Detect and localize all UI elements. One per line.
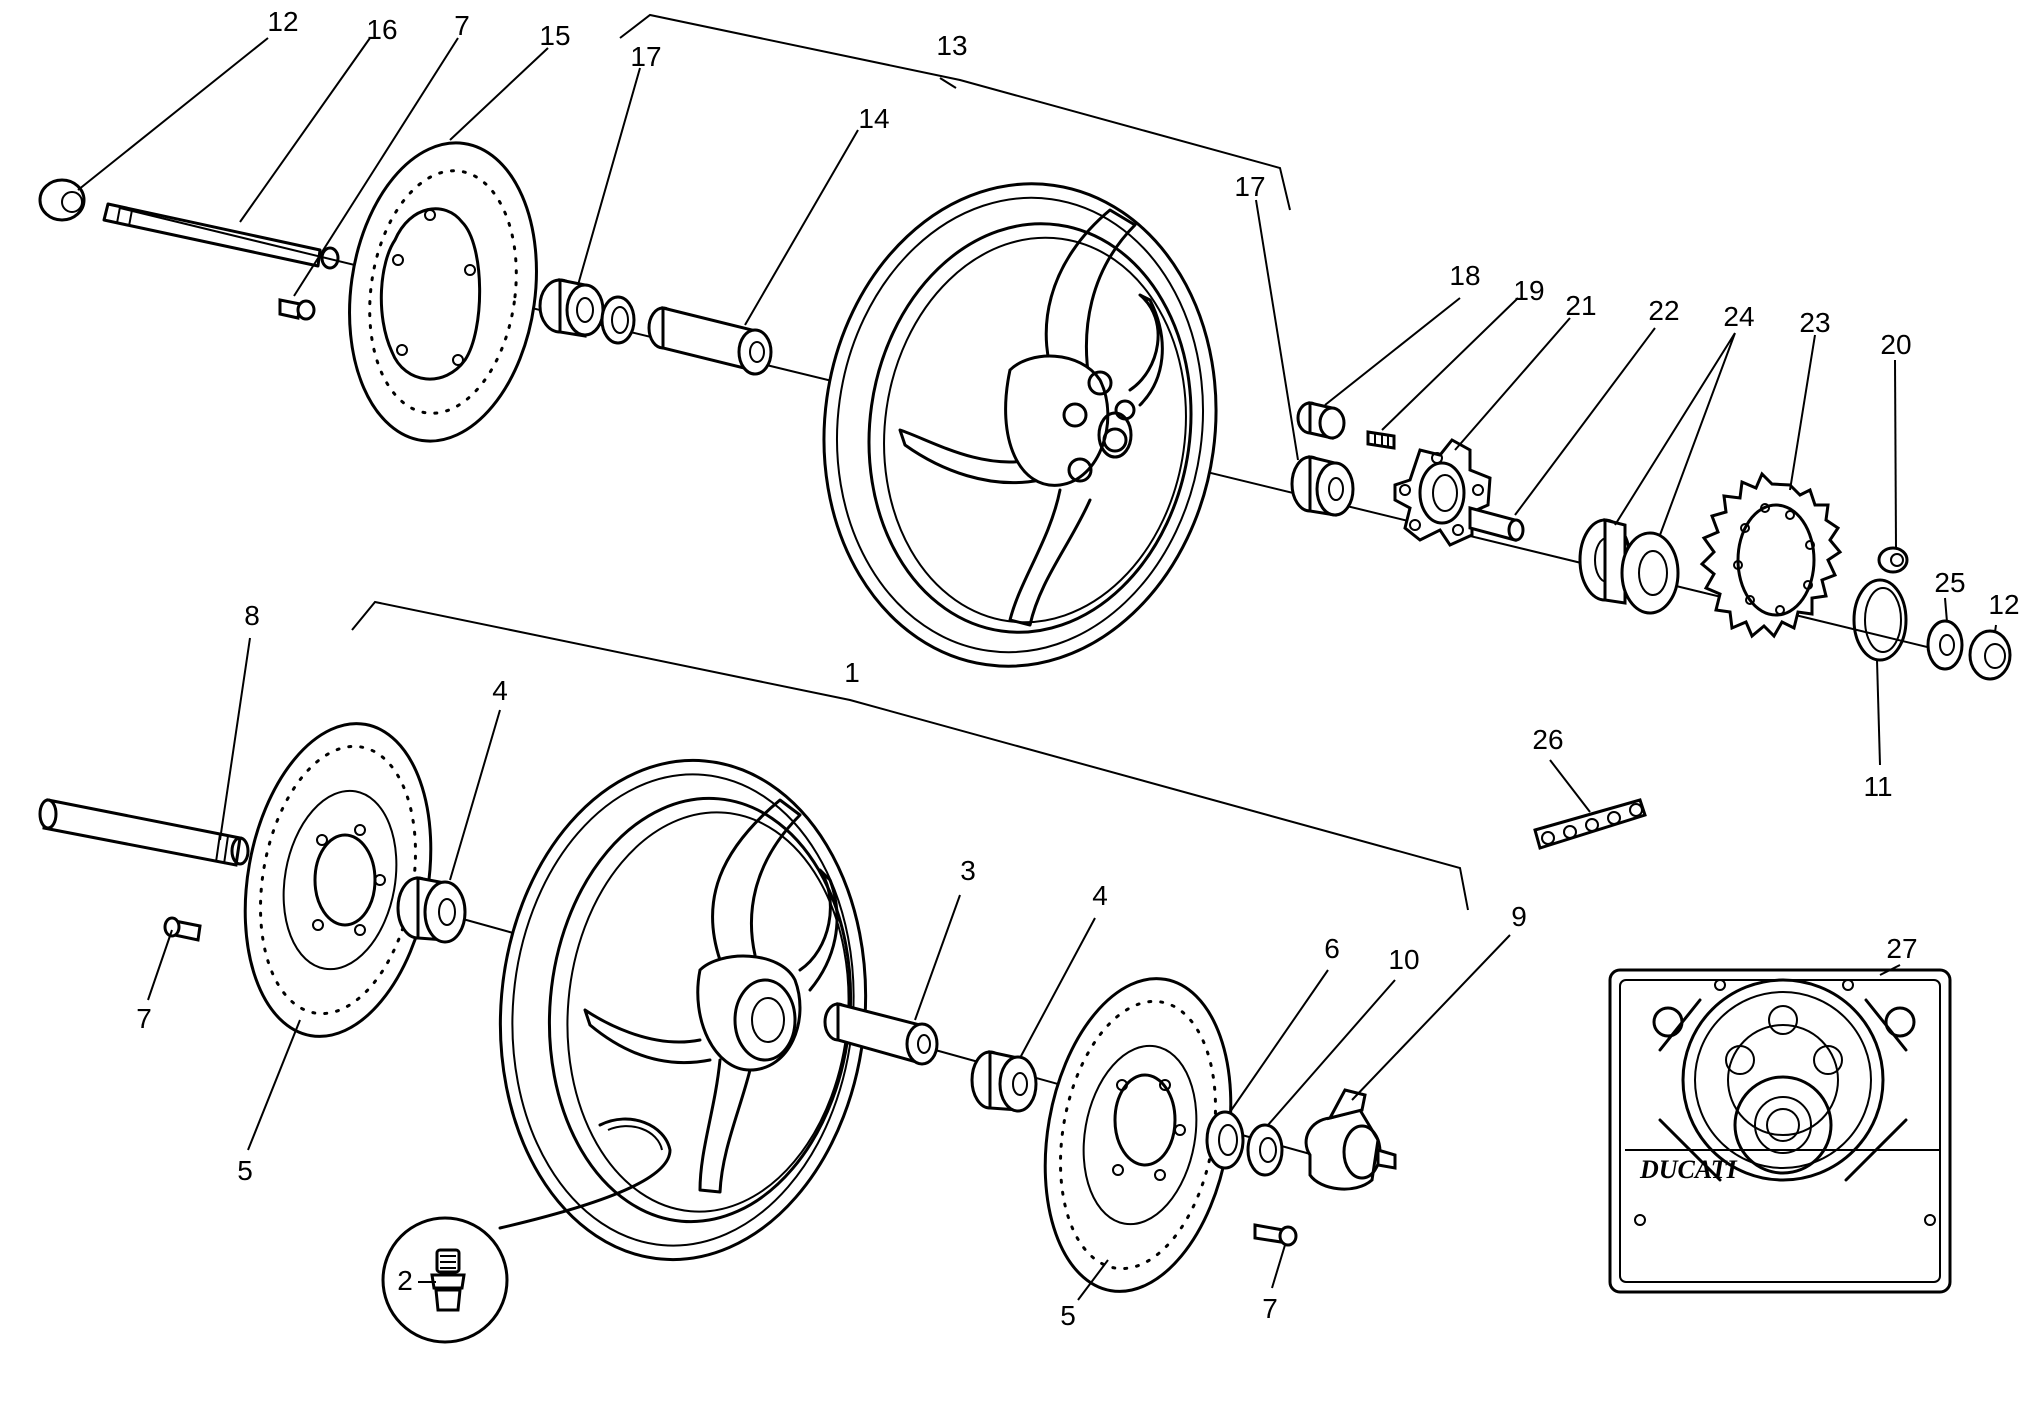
callout-12: 12 [267, 6, 298, 37]
front-brake-disc-left [243, 722, 433, 1038]
callout-16: 16 [366, 14, 397, 45]
callout-17: 17 [1234, 171, 1265, 202]
front-disc-screw-left [163, 916, 202, 942]
rear-sprocket [1699, 471, 1843, 639]
front-seal [1205, 1110, 1245, 1170]
front-spacer [823, 1002, 939, 1066]
rear-bushing [1296, 401, 1346, 440]
callout-7: 7 [1262, 1293, 1278, 1324]
tire-valve-detail [381, 1216, 509, 1344]
rear-brake-disc [348, 141, 538, 443]
callout-4: 4 [1092, 880, 1108, 911]
rear-bearing-right [1290, 455, 1355, 517]
callout-17: 17 [630, 41, 661, 72]
callout-7: 7 [136, 1003, 152, 1034]
carrier-shaft [1468, 506, 1525, 542]
rear-spacer [647, 306, 773, 376]
rear-axle [102, 202, 340, 270]
speedometer-drive [1304, 1088, 1397, 1191]
leader-lines [77, 37, 1997, 1301]
callout-numbers: 12 16 7 15 17 13 14 17 18 19 21 22 24 23… [136, 6, 2019, 1331]
rear-axle-nut-right [1968, 629, 2012, 681]
callout-12: 12 [1988, 589, 2019, 620]
callout-5: 5 [1060, 1300, 1076, 1331]
callout-8: 8 [244, 600, 260, 631]
rear-bearing-left [538, 278, 605, 338]
sprocket-info-plate: DUCATI [1608, 968, 1952, 1294]
callout-9: 9 [1511, 901, 1527, 932]
callout-2: 2 [397, 1265, 413, 1296]
callout-24: 24 [1723, 301, 1754, 332]
sprocket-nut [1877, 546, 1909, 574]
callout-18: 18 [1449, 260, 1480, 291]
front-axle [38, 798, 250, 867]
callout-20: 20 [1880, 329, 1911, 360]
callout-7: 7 [454, 10, 470, 41]
callout-25: 25 [1934, 567, 1965, 598]
rear-axle-nut [38, 178, 86, 222]
group-brackets [351, 13, 1469, 911]
front-bearing-right [970, 1050, 1038, 1113]
callout-11: 11 [1863, 771, 1892, 802]
front-wheel [498, 758, 868, 1262]
rear-seal [600, 295, 636, 345]
rear-wheel [822, 182, 1218, 668]
drive-chain-segment [1533, 798, 1647, 850]
callout-23: 23 [1799, 307, 1830, 338]
front-bearing-left [396, 876, 467, 944]
front-disc-screw-right [1253, 1223, 1298, 1247]
callout-14: 14 [858, 103, 889, 134]
callout-10: 10 [1388, 944, 1419, 975]
callout-4: 4 [492, 675, 508, 706]
callout-15: 15 [539, 20, 570, 51]
callout-5: 5 [237, 1155, 253, 1186]
carrier-bearings [1578, 518, 1680, 615]
callout-21: 21 [1565, 290, 1596, 321]
speedometer-spacer [1246, 1123, 1284, 1177]
plate-brand-logo: DUCATI [1639, 1155, 1738, 1184]
callout-13: 13 [936, 30, 967, 61]
rear-wheel-assembly [38, 141, 2012, 850]
rear-stud [1366, 430, 1396, 450]
circlip [1852, 578, 1908, 662]
callout-6: 6 [1324, 933, 1340, 964]
front-wheel-assembly [38, 722, 1397, 1344]
washer [1926, 619, 1964, 671]
rear-disc-screw [278, 298, 316, 321]
callout-22: 22 [1648, 295, 1679, 326]
sprocket-carrier [1393, 438, 1492, 547]
callout-27: 27 [1886, 933, 1917, 964]
callout-26: 26 [1532, 724, 1563, 755]
callout-19: 19 [1513, 275, 1544, 306]
callout-3: 3 [960, 855, 976, 886]
callout-1: 1 [844, 657, 860, 688]
